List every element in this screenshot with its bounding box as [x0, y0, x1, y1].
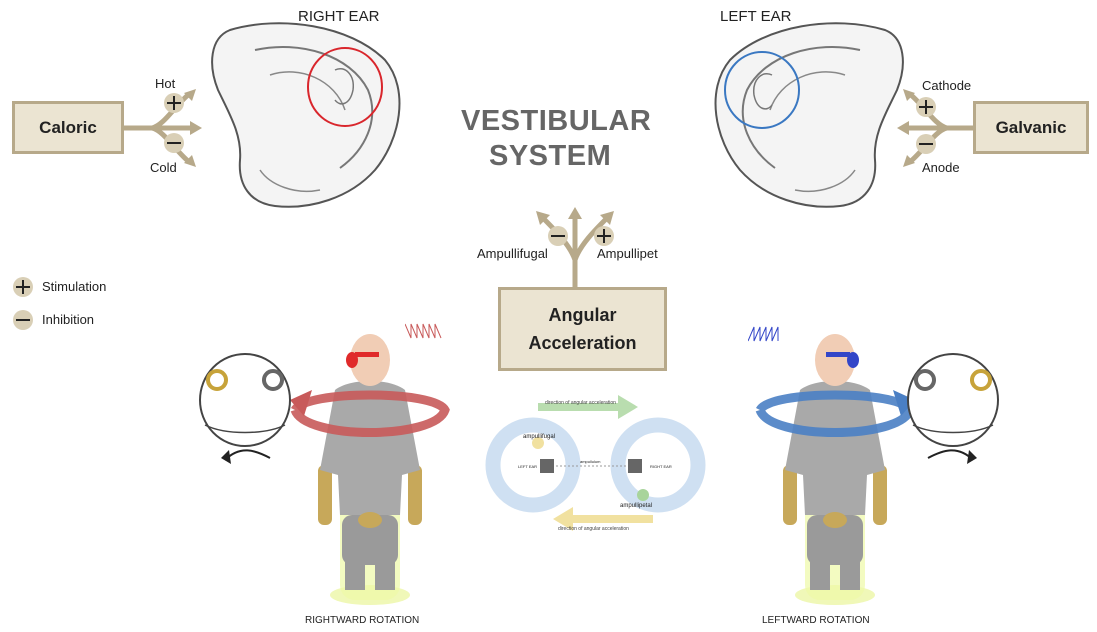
plus-icon — [593, 225, 615, 247]
galvanic-label: Galvanic — [996, 118, 1067, 138]
plus-icon — [163, 92, 185, 114]
galvanic-box: Galvanic — [973, 101, 1089, 154]
plus-icon — [915, 96, 937, 118]
canal-ampullifugal-label: ampullifugal — [523, 434, 555, 440]
canal-left-ear-label: LEFT EAR — [518, 464, 537, 469]
canal-ampullipetal-label: ampullipetal — [620, 503, 652, 509]
legend-plus-icon — [12, 276, 34, 298]
canal-right-ear-label: RIGHT EAR — [650, 464, 672, 469]
left-waveform — [748, 325, 788, 345]
canal-diagram — [478, 385, 713, 545]
rightward-rotation-label: RIGHTWARD ROTATION — [305, 615, 419, 626]
galvanic-anode-label: Anode — [922, 160, 960, 175]
left-head-diagram — [195, 350, 295, 470]
minus-icon — [163, 132, 185, 154]
legend-stimulation: Stimulation — [42, 279, 106, 294]
title-line-2: SYSTEM — [489, 140, 611, 173]
right-waveform — [405, 322, 445, 342]
legend-minus-icon — [12, 309, 34, 331]
canal-bottom-arrow-label: direction of angular acceleration — [558, 526, 629, 532]
leftward-rotation-label: LEFTWARD ROTATION — [762, 615, 870, 626]
legend-inhibition: Inhibition — [42, 312, 94, 327]
caloric-cold-label: Cold — [150, 160, 177, 175]
rightward-rotation-figure — [290, 330, 450, 610]
galvanic-cathode-label: Cathode — [922, 78, 971, 93]
caloric-hot-label: Hot — [155, 76, 175, 91]
left-ear-label: LEFT EAR — [720, 8, 791, 25]
leftward-rotation-figure — [755, 330, 915, 610]
ampullifugal-label: Ampullifugal — [477, 246, 548, 261]
right-ear-inner-circle — [305, 45, 385, 130]
angular-line-1: Angular — [548, 301, 616, 329]
left-ear-inner-circle — [722, 50, 802, 132]
ampullipetal-label: Ampullipet — [597, 246, 658, 261]
canal-top-arrow-label: direction of angular acceleration — [545, 400, 616, 406]
canal-center-label: ampullulum — [580, 459, 600, 464]
title-line-1: VESTIBULAR — [461, 105, 651, 138]
right-head-diagram — [903, 350, 1003, 470]
angular-acceleration-box: Angular Acceleration — [498, 287, 667, 371]
caloric-box: Caloric — [12, 101, 124, 154]
minus-icon — [547, 225, 569, 247]
right-ear-label: RIGHT EAR — [298, 8, 379, 25]
angular-line-2: Acceleration — [528, 329, 636, 357]
caloric-label: Caloric — [39, 118, 97, 138]
minus-icon — [915, 133, 937, 155]
